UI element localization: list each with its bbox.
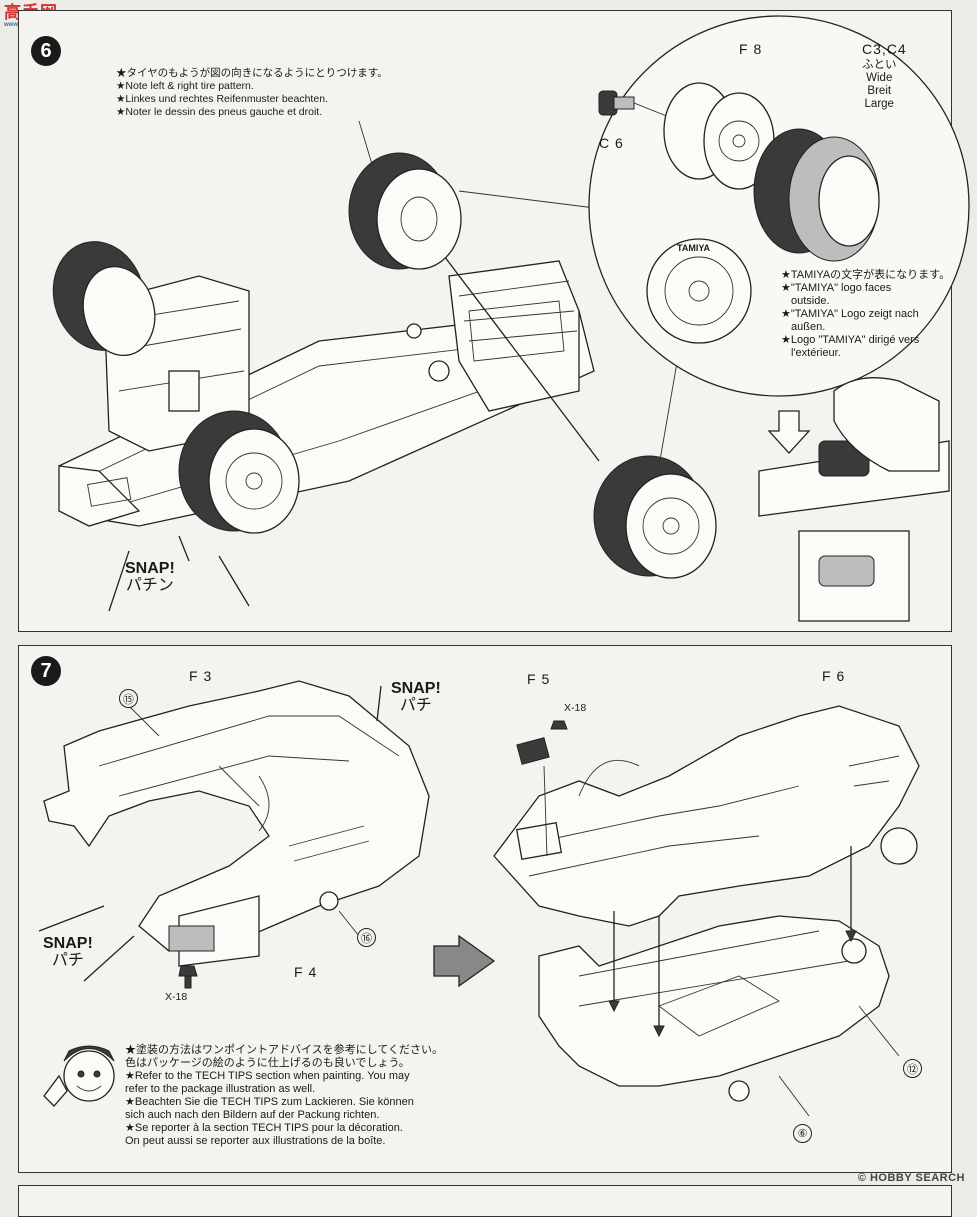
step-7-panel: 7 [18, 645, 952, 1173]
step-7-illustration [38, 680, 920, 1117]
step-6-panel: 6 ★タイヤのもようが図の向きになるようにとりつけます。 ★Note left … [18, 10, 970, 632]
snap-callout-top: SNAP! パチ [391, 680, 441, 714]
part-12: ⑫ [903, 1059, 922, 1078]
snap-callout-left: SNAP! パチ [43, 935, 93, 969]
step-number: 7 [31, 656, 61, 686]
footer-logo: © HOBBY SEARCH [857, 1172, 965, 1184]
screw-x18-right: X-18 [564, 702, 587, 714]
screw-x18-left: X-18 [165, 991, 188, 1003]
part-f8: F 8 [739, 41, 763, 57]
part-16: ⑯ [357, 928, 376, 947]
step-number: 6 [31, 36, 61, 66]
part-f4: F 4 [294, 964, 318, 980]
tire-pattern-note: ★タイヤのもようが図の向きになるようにとりつけます。 ★Note left & … [116, 67, 388, 118]
part-f6: F 6 [822, 668, 846, 684]
part-f3: F 3 [189, 668, 213, 684]
part-c6: C 6 [599, 135, 624, 151]
part-6: ⑥ [793, 1124, 812, 1143]
step-6-illustration [52, 15, 970, 622]
painting-note: ★塗装の方法はワンポイントアドバイスを参考にしてください。 色はパッケージの絵の… [125, 1044, 444, 1147]
step-8-panel-partial [18, 1185, 952, 1217]
part-c3-c4: C3,C4 [862, 41, 907, 57]
part-f5: F 5 [527, 671, 551, 687]
snap-callout: SNAP! パチン [125, 560, 175, 594]
part-15: ⑮ [119, 689, 138, 708]
tire-brand: TAMIYA [677, 243, 711, 253]
tire-size-label: ふとい Wide Breit Large [862, 59, 897, 110]
logo-orientation-note: ★TAMIYAの文字が表になります。 ★"TAMIYA" logo faces … [781, 269, 951, 359]
